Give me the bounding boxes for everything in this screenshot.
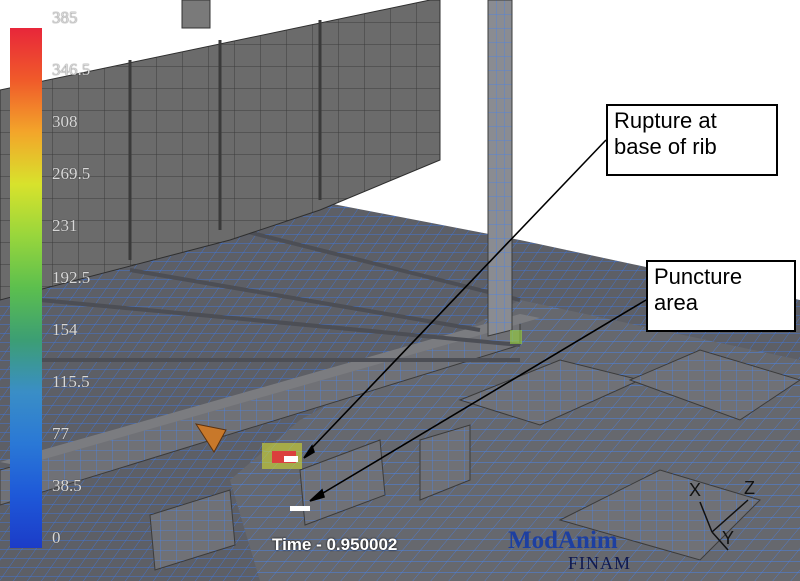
colorbar-tick-77: 77 <box>52 424 69 443</box>
colorbar-tick-154: 154 <box>52 320 78 339</box>
colorbar-tick-346-5: 346.5 <box>52 60 91 79</box>
wall-top-box <box>181 0 211 29</box>
axis-z-label: Z <box>744 478 755 498</box>
puncture-callout-line-1: Puncture <box>654 264 743 289</box>
colorbar-tick-192-5: 192.5 <box>52 268 91 287</box>
axis-y-label: Y <box>722 528 735 548</box>
transverse-ribs <box>149 349 800 571</box>
axis-x-label: X <box>689 480 702 500</box>
deck-stiffener-lines <box>20 228 521 362</box>
axis-triad <box>699 499 749 551</box>
colorbar-gradient <box>10 28 42 548</box>
puncture-callout-line-2: area <box>654 290 699 315</box>
vertical-post <box>487 0 513 337</box>
strain-patch <box>510 330 522 344</box>
colorbar-tick-308: 308 <box>52 112 78 131</box>
longitudinal-rib-top <box>0 314 540 466</box>
colorbar-tick-115-5: 115.5 <box>52 372 90 391</box>
puncture-callout: Puncture area <box>646 260 796 332</box>
rupture-hotspot <box>262 443 302 469</box>
callout-leaders <box>303 139 647 502</box>
impactor-cone <box>194 423 227 453</box>
rupture-callout-line-2: base of rib <box>614 134 717 159</box>
modanim-logo: ModAnim <box>508 527 618 554</box>
colorbar-tick-269-5: 269.5 <box>52 164 91 183</box>
colorbar-tick-38-5: 38.5 <box>52 476 82 495</box>
rupture-callout: Rupture at base of rib <box>606 104 778 176</box>
rupture-callout-line-1: Rupture at <box>614 108 717 133</box>
finam-label: FINAM <box>568 553 632 573</box>
wall-vertical-stiffeners <box>128 20 322 260</box>
colorbar-tick-231: 231 <box>52 216 78 235</box>
colorbar-tick-0: 0 <box>52 528 61 547</box>
time-readout: Time - 0.950002 <box>272 535 398 554</box>
colorbar-tick-385: 385 <box>52 8 78 27</box>
puncture-marker <box>290 506 310 511</box>
